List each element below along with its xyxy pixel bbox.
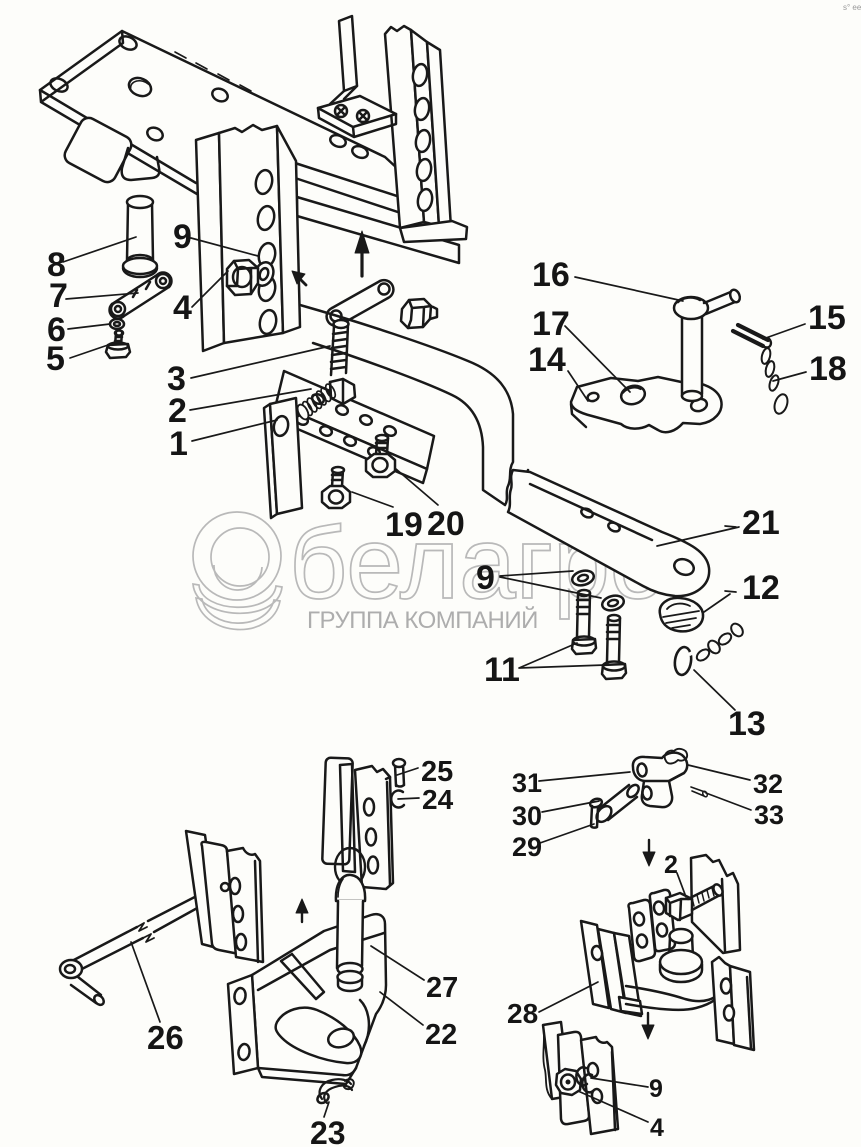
svg-text:3: 3: [167, 360, 186, 398]
svg-text:12: 12: [742, 569, 780, 607]
svg-text:9: 9: [476, 559, 495, 597]
svg-text:19: 19: [385, 506, 423, 544]
svg-text:14: 14: [528, 341, 566, 379]
svg-text:15: 15: [808, 299, 846, 337]
svg-text:32: 32: [753, 769, 783, 799]
svg-text:28: 28: [507, 998, 538, 1029]
svg-text:18: 18: [809, 350, 847, 388]
svg-text:27: 27: [426, 972, 458, 1004]
svg-text:26: 26: [147, 1019, 184, 1056]
svg-text:s° eee: s° eee: [843, 3, 861, 12]
svg-text:8: 8: [47, 246, 66, 284]
svg-text:25: 25: [421, 756, 453, 788]
svg-text:9: 9: [649, 1075, 663, 1103]
svg-text:2: 2: [664, 851, 678, 879]
svg-text:20: 20: [427, 505, 465, 543]
svg-text:30: 30: [512, 801, 542, 831]
svg-text:16: 16: [532, 256, 570, 294]
svg-text:2: 2: [168, 392, 187, 430]
svg-text:4: 4: [650, 1114, 664, 1142]
svg-text:9: 9: [173, 218, 192, 256]
svg-text:ГРУППА КОМПАНИЙ: ГРУППА КОМПАНИЙ: [307, 606, 538, 634]
svg-text:22: 22: [425, 1019, 457, 1051]
svg-text:33: 33: [754, 800, 784, 830]
svg-text:5: 5: [46, 340, 65, 378]
svg-text:17: 17: [532, 305, 570, 343]
svg-text:11: 11: [484, 651, 520, 689]
svg-text:21: 21: [742, 504, 780, 542]
svg-text:24: 24: [422, 784, 454, 815]
svg-text:23: 23: [310, 1115, 346, 1147]
svg-text:7: 7: [49, 277, 68, 315]
svg-text:4: 4: [173, 289, 192, 327]
svg-text:6: 6: [47, 311, 66, 349]
svg-text:13: 13: [728, 705, 766, 743]
svg-text:31: 31: [512, 768, 542, 798]
svg-text:1: 1: [169, 425, 188, 463]
svg-text:29: 29: [512, 832, 542, 862]
